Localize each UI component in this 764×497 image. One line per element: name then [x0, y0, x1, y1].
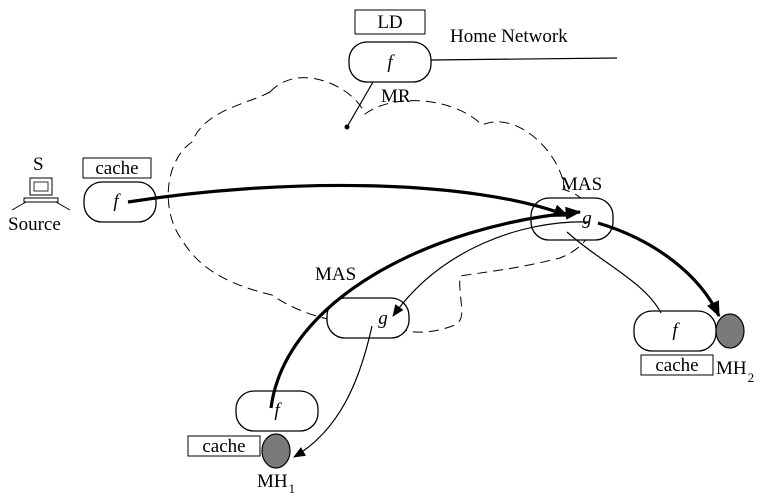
flow-mh1-to-mas-right	[269, 206, 582, 409]
mh1-host	[261, 433, 291, 469]
mh1-subscript: 1	[289, 481, 296, 496]
mas-left-label: MAS	[315, 264, 356, 285]
ld-box	[354, 9, 426, 35]
mr-link	[346, 81, 374, 128]
cache-box-mh2	[640, 354, 714, 376]
mr-function: f	[387, 52, 395, 73]
network-cloud	[167, 77, 593, 333]
flow-mas-left-to-mh1	[293, 325, 373, 458]
mh2-function: f	[672, 320, 680, 341]
network-entry-dot	[344, 124, 350, 130]
mas-right-label: MAS	[561, 174, 602, 195]
cache-mh2-label: cache	[655, 355, 698, 376]
source-function: f	[113, 191, 121, 212]
flow-mas-right-to-mas-left	[392, 221, 590, 317]
home-network-link	[430, 57, 618, 61]
mr-label: MR	[381, 86, 411, 107]
computer-icon	[11, 177, 71, 211]
source-node	[83, 181, 157, 223]
link-mas-right-to-mh2-node	[566, 231, 662, 314]
mh1-function: f	[274, 400, 282, 421]
mh1-node	[235, 390, 319, 432]
mh2-host	[715, 313, 745, 349]
flow-mas-right-to-mh2	[597, 221, 721, 318]
mas-right-node	[530, 197, 614, 241]
cache-box-mh1	[187, 435, 261, 457]
mas-left-node	[326, 297, 410, 339]
flow-source-to-mas-right	[127, 183, 570, 218]
mh2-subscript: 2	[748, 370, 755, 385]
mh2-label: MH2	[716, 358, 754, 385]
home-network-label: Home Network	[450, 26, 568, 47]
mas-left-function: g	[378, 308, 388, 329]
mr-node	[348, 41, 432, 83]
cache-box-source	[82, 157, 152, 179]
s-label: S	[33, 154, 44, 175]
ld-label: LD	[377, 12, 402, 33]
source-label: Source	[8, 214, 61, 235]
cache-mh1-label: cache	[202, 436, 245, 457]
mas-right-function: g	[582, 208, 592, 229]
cache-source-label: cache	[95, 158, 138, 179]
mh1-label: MH1	[257, 471, 295, 496]
